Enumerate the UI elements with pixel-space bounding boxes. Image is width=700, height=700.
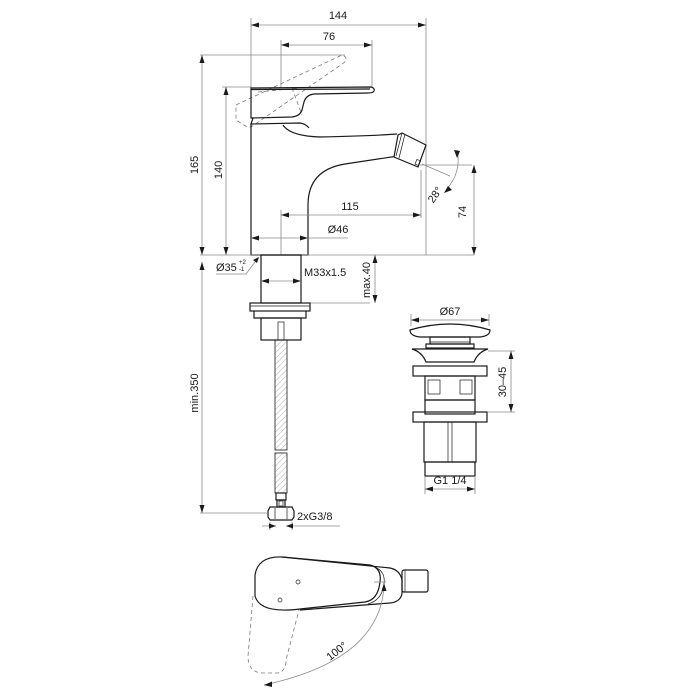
flexible-hose	[267, 321, 295, 521]
top-view: 100°	[247, 556, 429, 687]
dim-hose-length: min.350	[189, 262, 268, 514]
side-view: 144 76 165 140	[189, 10, 477, 530]
dim-body-height: 140	[213, 86, 251, 255]
dim-spout-height: 74	[457, 165, 477, 255]
dim-clamp-range: 30–45	[488, 350, 515, 413]
dim-overall-width: 144	[250, 10, 427, 255]
dim-label-100deg: 100°	[324, 640, 349, 663]
dim-label-d67: Ø67	[440, 306, 461, 318]
dim-label-g38: 2xG3/8	[297, 511, 332, 523]
dim-label-30-45: 30–45	[497, 367, 509, 398]
faucet-body	[250, 86, 427, 256]
dim-label-140: 140	[213, 161, 225, 179]
dim-body-diameter: Ø46	[251, 224, 348, 241]
pop-up-waste-view: Ø67 30–45	[409, 306, 515, 494]
dim-label-144: 144	[329, 10, 347, 22]
dim-spout-projection: 115	[280, 170, 422, 255]
dim-label-d46: Ø46	[328, 224, 349, 236]
dim-spout-angle: 28°	[420, 149, 472, 206]
dim-label-d35: Ø35	[216, 262, 237, 274]
handle-open-position-outline	[235, 54, 347, 128]
dim-label-165: 165	[189, 156, 201, 174]
dim-label-min350: min.350	[189, 373, 201, 412]
threaded-shank: M33x1.5	[249, 254, 370, 341]
dim-max-deck-thickness: max.40	[361, 255, 378, 303]
dim-label-76: 76	[323, 31, 335, 43]
dim-label-28deg: 28°	[426, 185, 445, 206]
dim-overall-height: 165	[189, 54, 345, 255]
dim-label-m33: M33x1.5	[304, 267, 346, 279]
dim-hole-diameter: Ø35 +2 -1	[216, 257, 259, 275]
dim-outlet-thread: G1 1/4	[424, 475, 476, 494]
dim-handle-width: 76	[280, 31, 373, 88]
dim-tol-lower: -1	[239, 267, 245, 273]
dim-hose-connections: 2xG3/8	[262, 511, 340, 530]
dim-tol-upper: +2	[239, 260, 247, 266]
dim-label-115: 115	[341, 201, 359, 213]
dim-label-g114: G1 1/4	[433, 475, 466, 487]
handle-swing-outline	[247, 595, 300, 674]
dim-label-74: 74	[457, 206, 469, 218]
dim-label-max40: max.40	[361, 262, 373, 298]
dim-cap-diameter: Ø67	[410, 306, 490, 326]
